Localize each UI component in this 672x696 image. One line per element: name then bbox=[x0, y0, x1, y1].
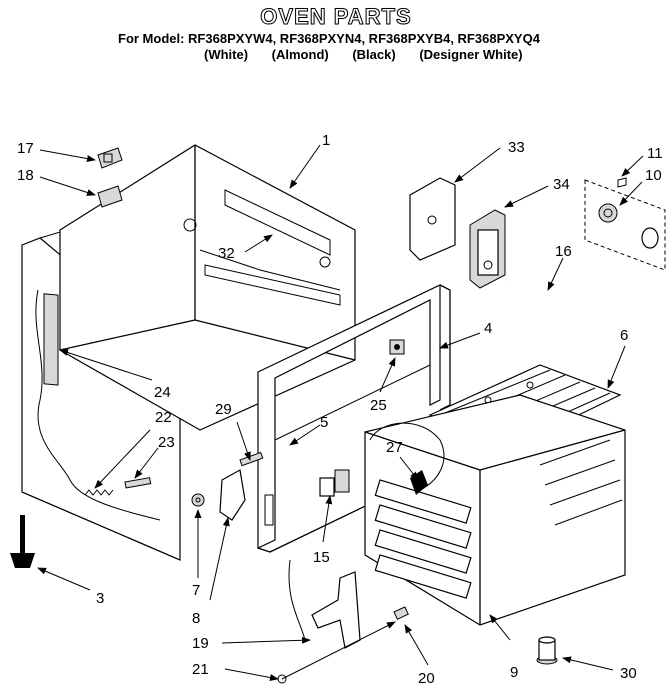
color-designer-white: (Designer White) bbox=[419, 47, 523, 62]
diagram-title: OVEN PARTS bbox=[260, 4, 412, 30]
callout-3: 3 bbox=[96, 590, 104, 607]
hinge-8 bbox=[219, 469, 246, 521]
model-line: For Model: RF368PXYW4, RF368PXYN4, RF368… bbox=[118, 31, 540, 46]
callout-9: 9 bbox=[510, 664, 518, 681]
callout-24: 24 bbox=[154, 384, 171, 401]
light-assembly bbox=[584, 177, 666, 271]
callout-labels: 17 18 1 33 34 11 10 16 32 4 6 24 25 29 2… bbox=[17, 132, 663, 687]
callout-15: 15 bbox=[313, 549, 330, 566]
callout-32: 32 bbox=[218, 245, 235, 262]
callout-8: 8 bbox=[192, 610, 200, 627]
callout-25: 25 bbox=[370, 397, 387, 414]
callout-10: 10 bbox=[645, 167, 662, 184]
callout-27: 27 bbox=[386, 439, 403, 456]
leader-lines bbox=[37, 144, 644, 681]
hose-16 bbox=[503, 279, 577, 321]
callout-33: 33 bbox=[508, 139, 525, 156]
callout-23: 23 bbox=[158, 434, 175, 451]
color-white: (White) bbox=[204, 47, 249, 62]
callout-29: 29 bbox=[215, 401, 232, 418]
color-variants: (White) (Almond) (Black) (Designer White… bbox=[204, 47, 543, 62]
callout-4: 4 bbox=[484, 320, 492, 337]
callout-1: 1 bbox=[322, 132, 330, 149]
panel-33 bbox=[409, 177, 456, 261]
switch-25 bbox=[389, 339, 405, 355]
oven-cavity bbox=[364, 394, 626, 626]
diagram-header: OVEN PARTS For Model: RF368PXYW4, RF368P… bbox=[0, 0, 672, 70]
color-black: (Black) bbox=[352, 47, 396, 62]
foot-30 bbox=[536, 636, 558, 665]
screw-20 bbox=[393, 606, 409, 620]
nut-7 bbox=[191, 493, 205, 507]
callout-11: 11 bbox=[647, 145, 663, 162]
clip-18 bbox=[97, 185, 123, 208]
clip-17 bbox=[97, 147, 123, 169]
callout-22: 22 bbox=[155, 409, 172, 426]
hinge-19 bbox=[288, 559, 361, 649]
callout-18: 18 bbox=[17, 167, 34, 184]
leveling-leg-3 bbox=[10, 515, 35, 568]
callout-5: 5 bbox=[320, 414, 328, 431]
callout-30: 30 bbox=[620, 665, 637, 682]
callout-19: 19 bbox=[192, 635, 209, 652]
bracket-15 bbox=[319, 469, 350, 497]
callout-7: 7 bbox=[192, 582, 200, 599]
spring-22 bbox=[84, 489, 114, 496]
callout-34: 34 bbox=[553, 176, 570, 193]
color-almond: (Almond) bbox=[271, 47, 329, 62]
callout-17: 17 bbox=[17, 140, 34, 157]
callout-20: 20 bbox=[418, 670, 435, 687]
callout-16: 16 bbox=[555, 243, 572, 260]
rod-23 bbox=[124, 477, 152, 489]
oven-frame bbox=[59, 144, 356, 431]
callout-6: 6 bbox=[620, 327, 628, 344]
callout-21: 21 bbox=[192, 661, 209, 678]
bracket-34 bbox=[469, 209, 506, 289]
